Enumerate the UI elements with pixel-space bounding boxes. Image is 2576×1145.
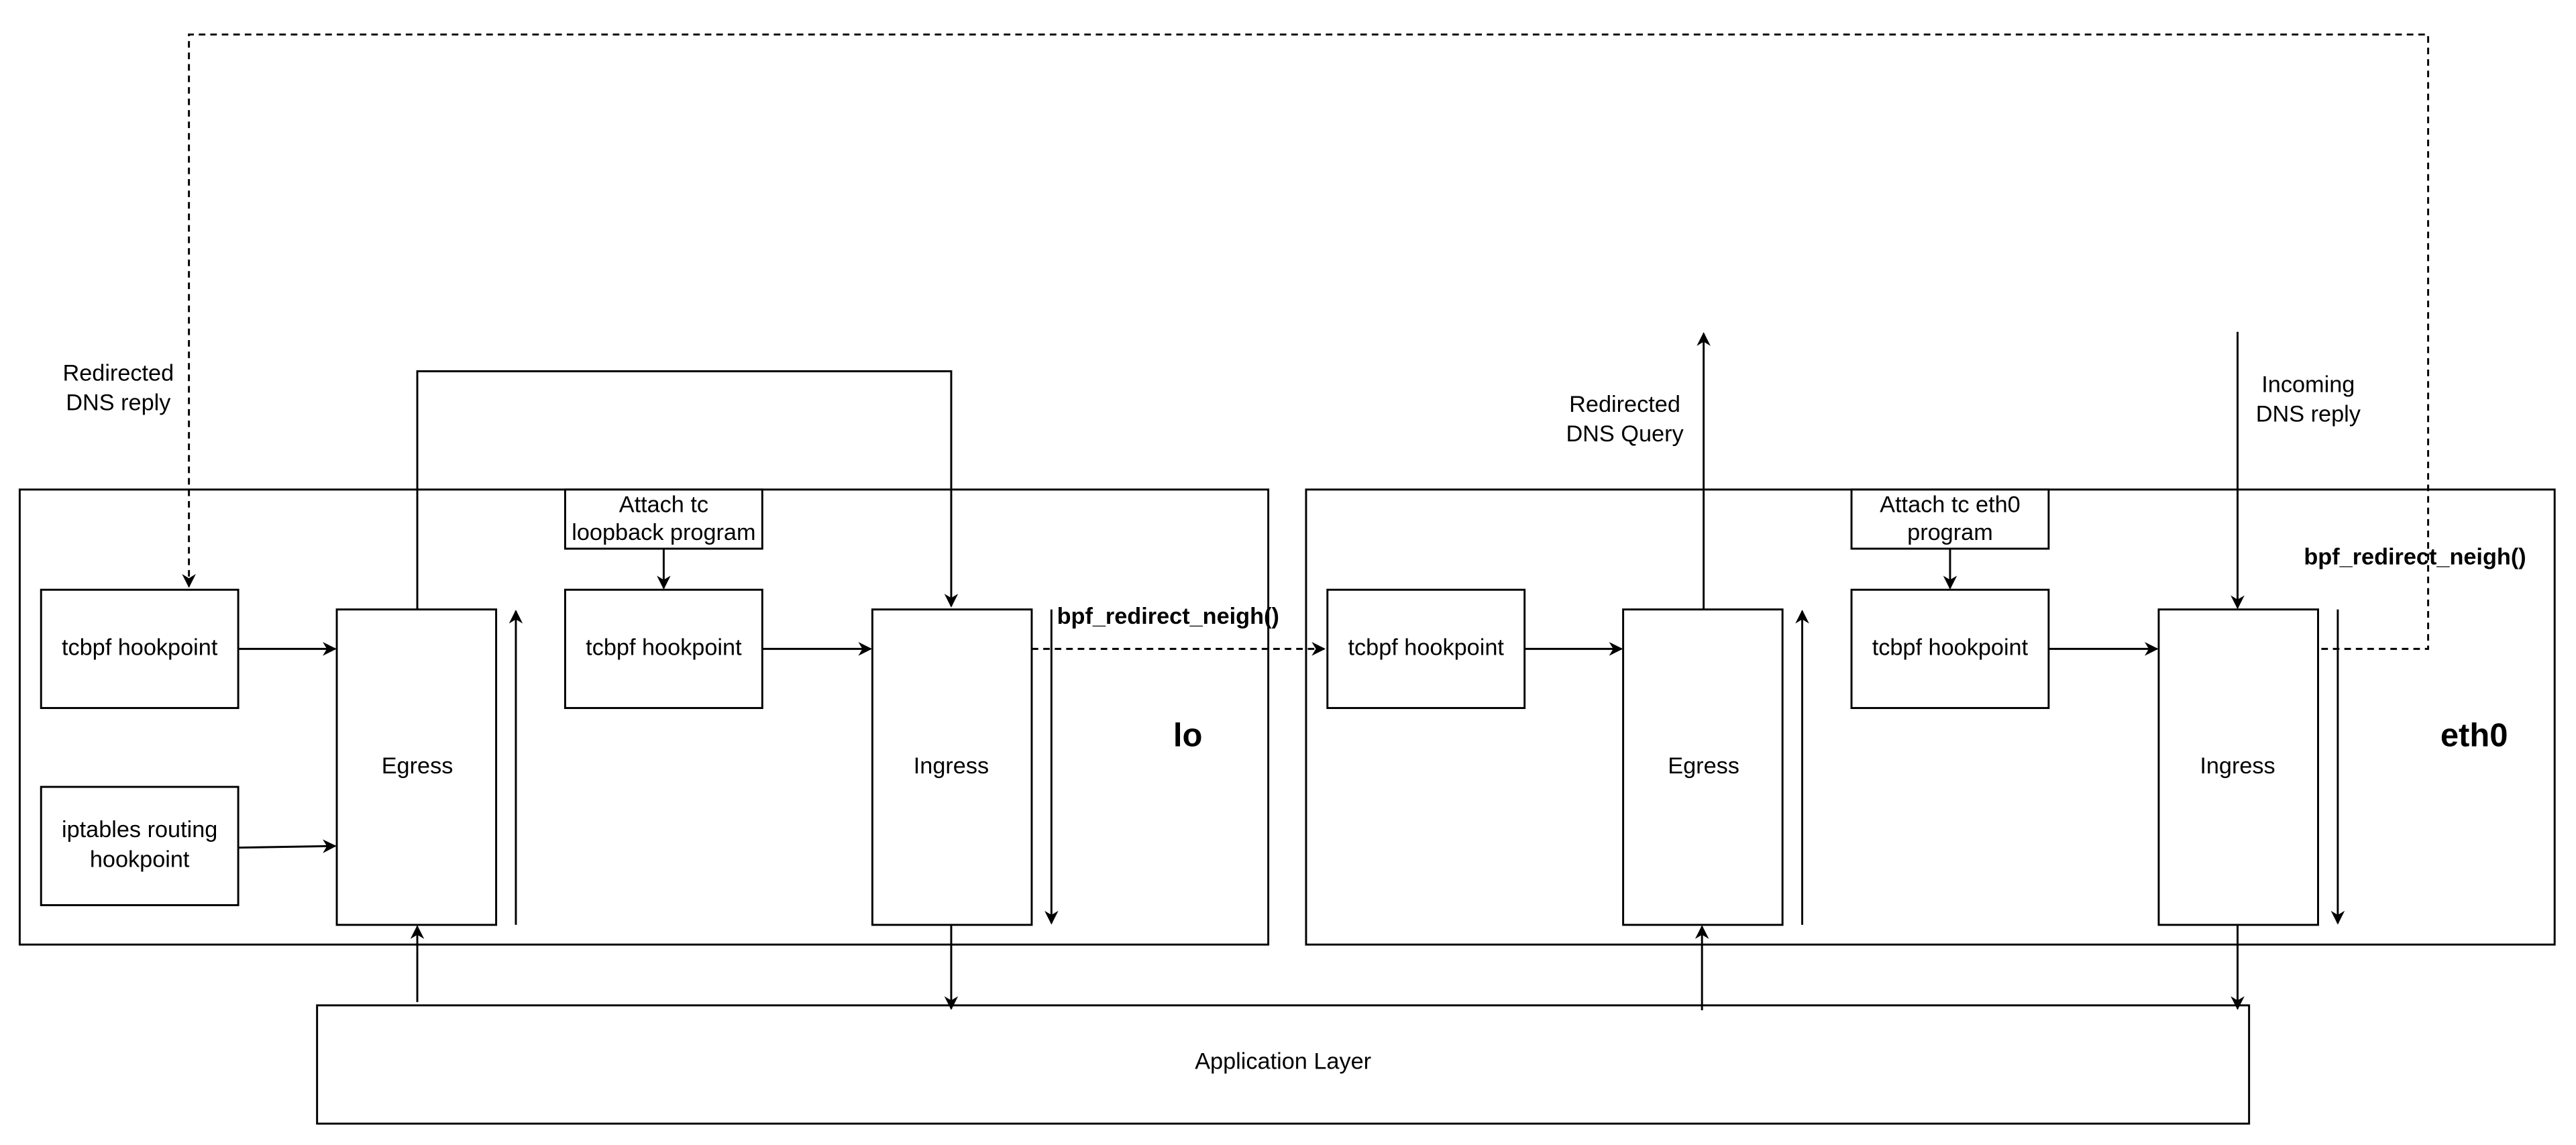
eth0-interface-label: eth0: [2440, 718, 2508, 754]
lo-tcbpf-hookpoint-mid: [564, 588, 763, 710]
eth0-interface-box: [1305, 488, 2556, 946]
eth0-ingress-box: [2157, 608, 2319, 926]
lo-tcbpf-mid-label: tcbpf hookpoint: [586, 635, 742, 660]
eth0-egress-box: [1622, 608, 1784, 926]
lo-ingress-box: [871, 608, 1033, 926]
lo-tcbpf-left-label: tcbpf hookpoint: [62, 635, 218, 660]
eth0-tcbpf-mid-label: tcbpf hookpoint: [1872, 635, 2029, 660]
eth0-tcbpf-left-label: tcbpf hookpoint: [1348, 635, 1505, 660]
eth0-tcbpf-hookpoint-left: [1326, 588, 1526, 710]
redirect-reply-dashed-path: [182, 33, 2430, 650]
lo-egress-label: Egress: [382, 753, 453, 779]
lo-egress-to-ingress-loop-arrow: [416, 370, 959, 610]
application-layer-label: Application Layer: [1195, 1049, 1371, 1075]
application-layer-box: [316, 1004, 2251, 1125]
eth0-attach-program-box: [1850, 488, 2050, 550]
lo-iptables-hookpoint: [40, 785, 239, 906]
eth0-egress-label: Egress: [1668, 753, 1739, 779]
arrow: [238, 839, 337, 853]
eth0-tcbpf-hookpoint-mid: [1850, 588, 2050, 710]
lo-egress-box: [335, 608, 498, 926]
lo-interface-label: lo: [1173, 718, 1203, 754]
lo-redirect-label: bpf_redirect_neigh(): [1057, 604, 1279, 629]
lo-ingress-label: Ingress: [914, 753, 989, 779]
eth0-redirect-label: bpf_redirect_neigh(): [2304, 545, 2526, 570]
lo-tcbpf-hookpoint-left: [40, 588, 239, 710]
eth0-ingress-label: Ingress: [2200, 753, 2275, 779]
